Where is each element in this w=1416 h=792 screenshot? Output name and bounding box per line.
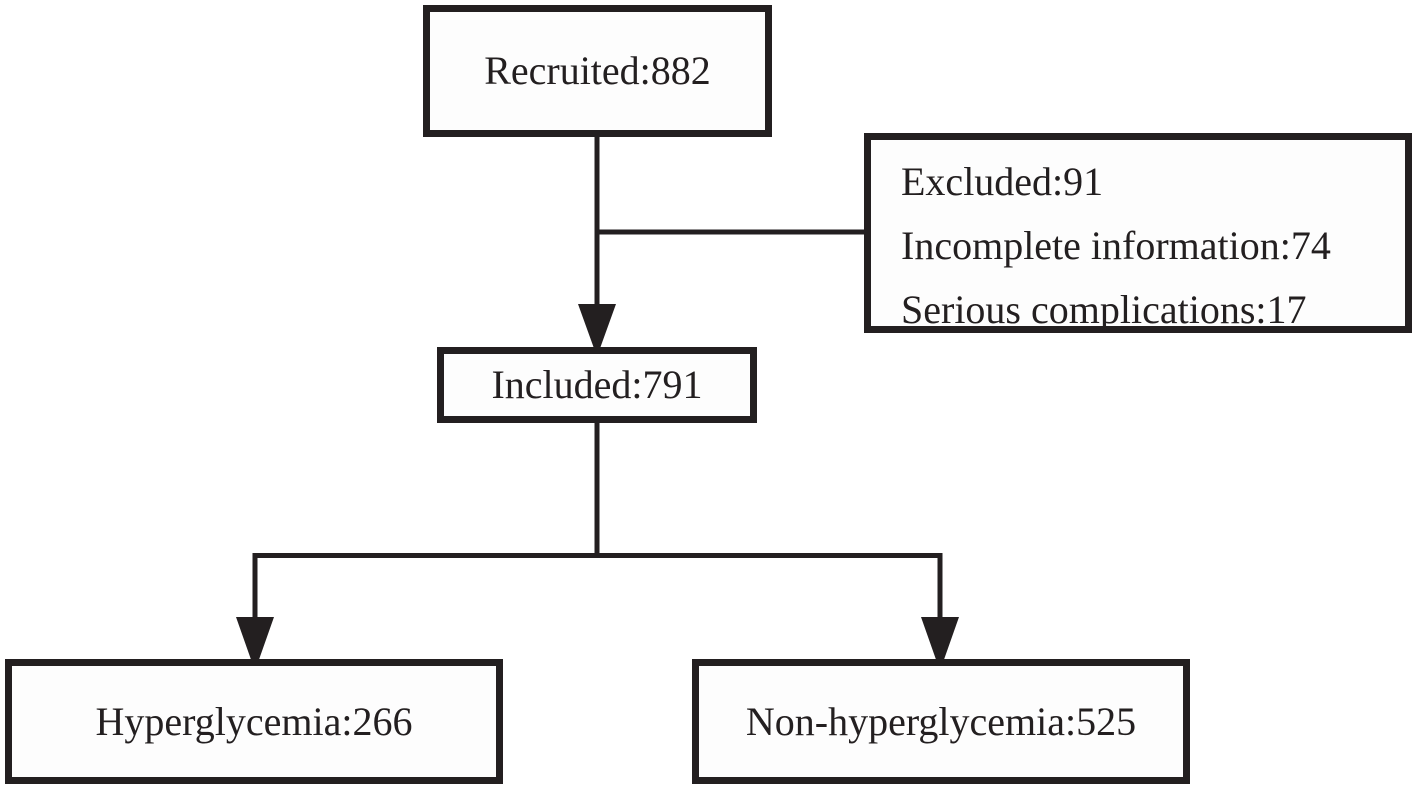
node-recruited-label: Recruited:882: [484, 48, 711, 93]
node-non-hyperglycemia: Non-hyperglycemia:525: [692, 659, 1190, 784]
node-included: Included:791: [437, 347, 757, 423]
arrowhead-included-icon: [578, 304, 616, 347]
node-excluded-line-3: Serious complications:17: [901, 287, 1307, 332]
node-excluded-line-1: Excluded:91: [901, 159, 1104, 204]
node-hyperglycemia: Hyperglycemia:266: [5, 659, 503, 784]
node-hyperglycemia-label: Hyperglycemia:266: [95, 698, 413, 744]
node-excluded-line-2: Incomplete information:74: [901, 223, 1331, 268]
node-excluded: Excluded:91 Incomplete information:74 Se…: [864, 133, 1412, 333]
arrowhead-nonhyperglycemia-icon: [921, 617, 959, 661]
arrowhead-hyperglycemia-icon: [236, 617, 274, 661]
node-included-label: Included:791: [491, 362, 703, 407]
node-non-hyperglycemia-label: Non-hyperglycemia:525: [745, 698, 1137, 744]
node-recruited: Recruited:882: [423, 5, 772, 137]
